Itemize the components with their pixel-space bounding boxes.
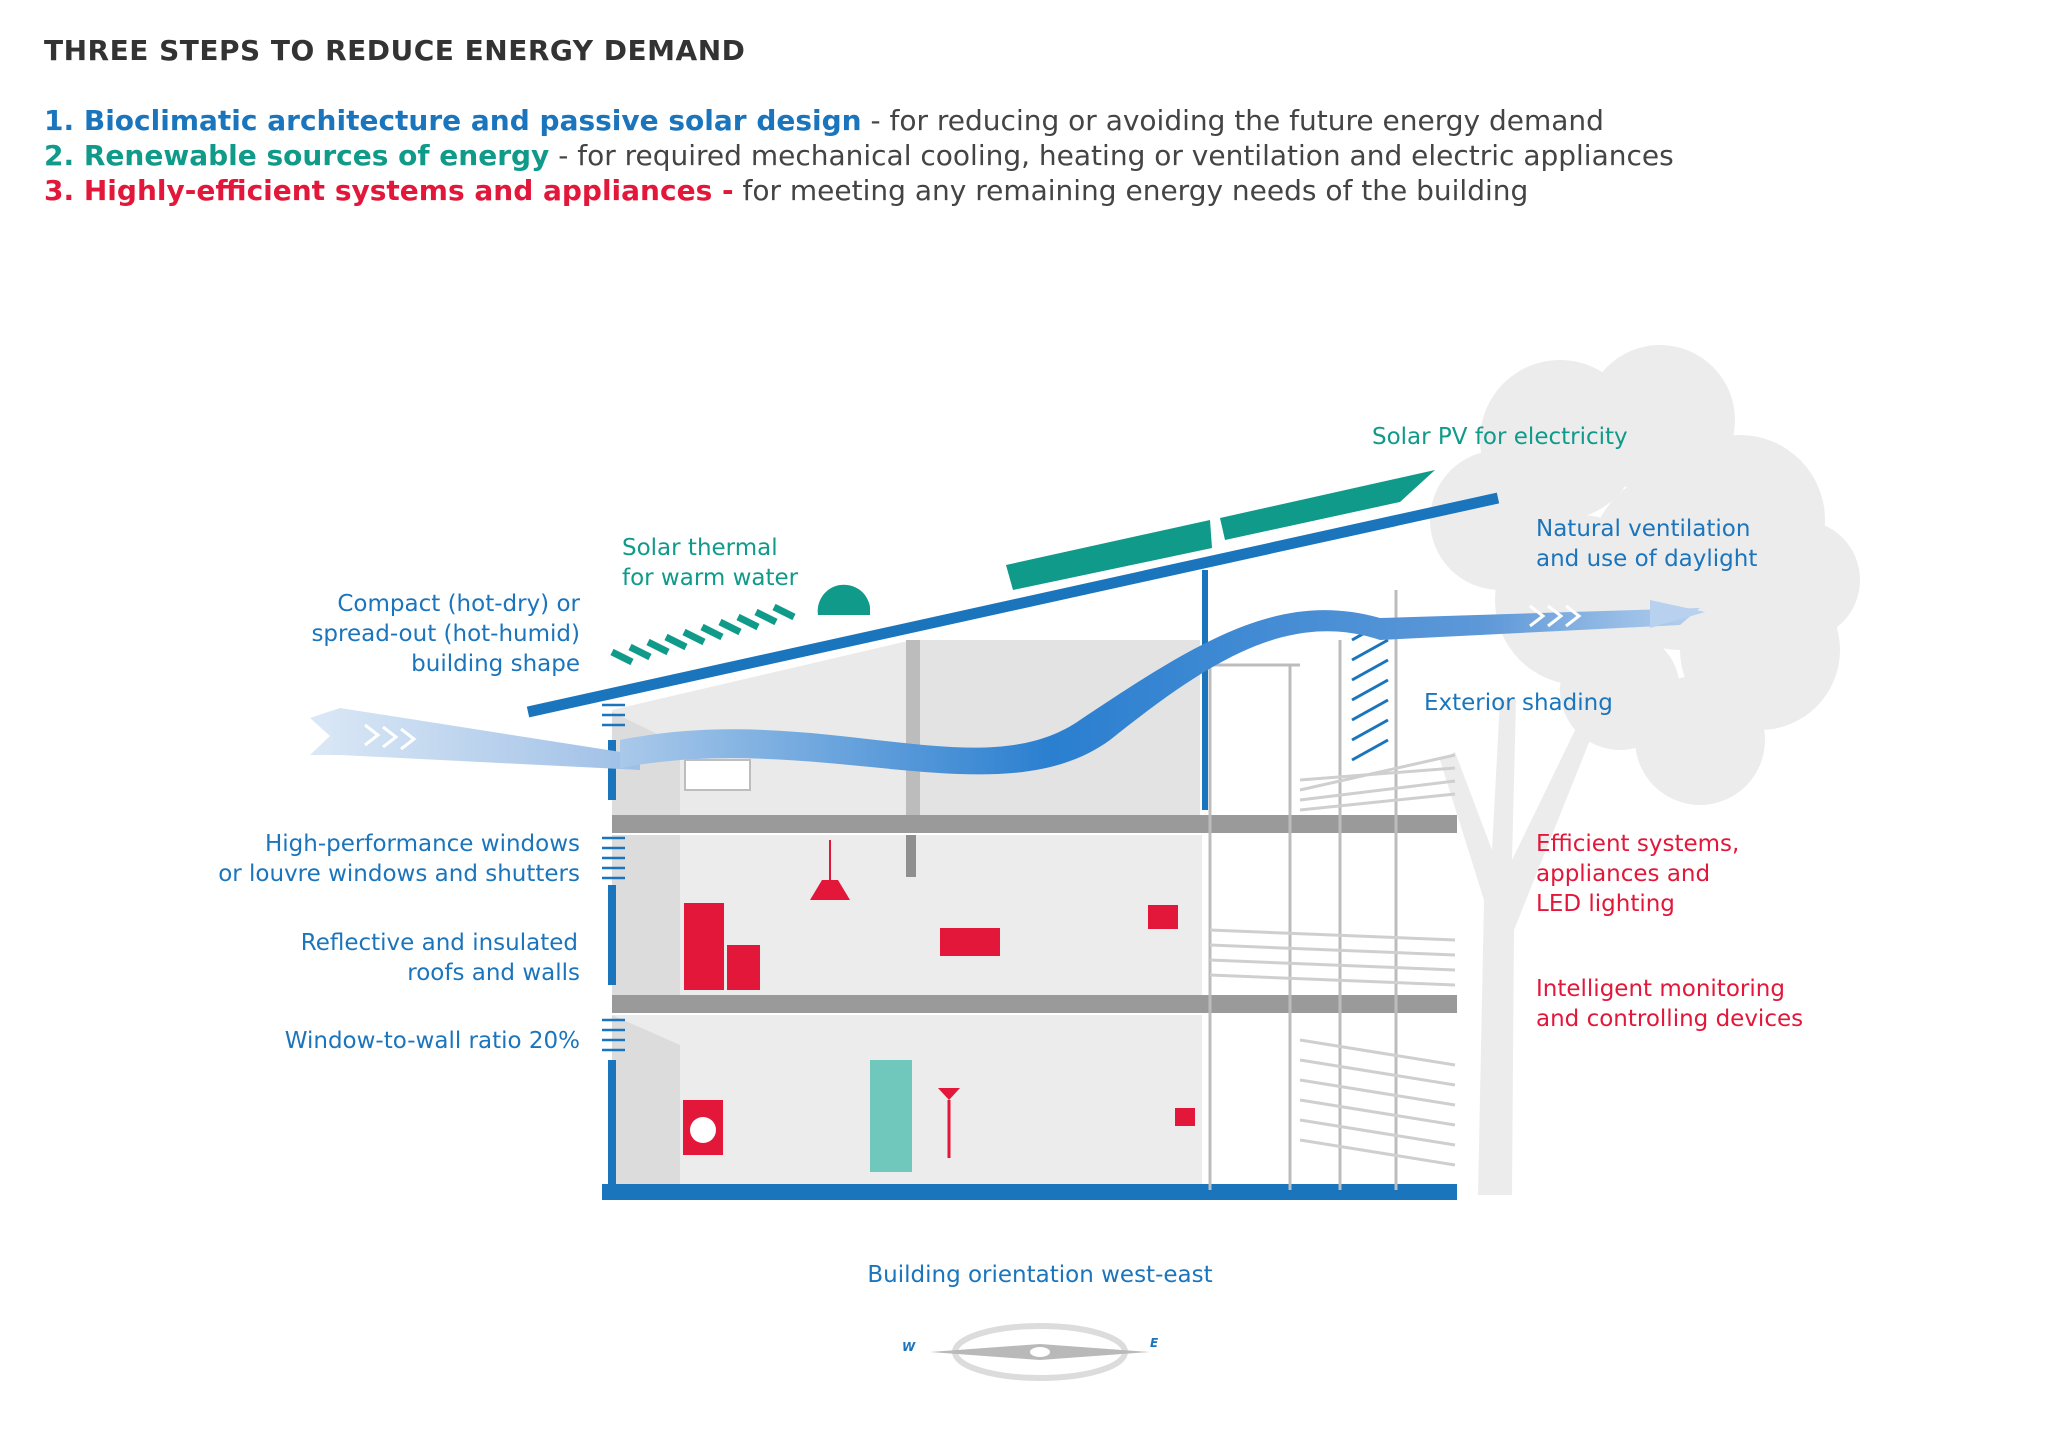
solar-pv-panels [1006, 470, 1435, 590]
step-2-label: 2. Renewable sources of energy [44, 139, 550, 172]
label-solar-thermal-1: Solar thermal [622, 535, 778, 561]
label-windows-1: High-performance windows [264, 831, 580, 857]
exterior-shading-louvres [1209, 753, 1456, 1167]
label-efficient-3: LED lighting [1536, 891, 1675, 917]
label-compact-1: Compact (hot-dry) or [337, 591, 580, 617]
balcony-frames [1208, 590, 1398, 1190]
floor-slabs [612, 640, 1457, 1013]
building-envelope [526, 492, 1500, 1200]
appliances [683, 759, 1195, 1172]
step-1-desc: - for reducing or avoiding the future en… [861, 104, 1604, 137]
tree [1430, 345, 1860, 1195]
page-title: THREE STEPS TO REDUCE ENERGY DEMAND [44, 34, 746, 67]
vertical-shading-fins [1351, 618, 1389, 762]
step-1-label: 1. Bioclimatic architecture and passive … [44, 104, 862, 137]
label-compact-2: spread-out (hot-humid) [311, 621, 580, 647]
label-reflective-2: roofs and walls [407, 960, 580, 986]
label-efficient-1: Efficient systems, [1536, 831, 1740, 857]
compass-e-label: E [1150, 1336, 1159, 1350]
compass-rose [930, 1323, 1150, 1381]
label-window-to-wall: Window-to-wall ratio 20% [284, 1028, 580, 1054]
label-compact-3: building shape [411, 651, 580, 677]
label-natural-ventilation-2: and use of daylight [1536, 546, 1758, 572]
step-1: 1. Bioclimatic architecture and passive … [44, 104, 1604, 137]
label-solar-thermal-2: for warm water [622, 565, 799, 591]
label-intelligent-2: and controlling devices [1536, 1006, 1804, 1032]
label-reflective-1: Reflective and insulated [300, 930, 578, 956]
label-windows-2: or louvre windows and shutters [218, 861, 580, 887]
window-louvres [602, 703, 625, 1052]
compass-w-label: W [902, 1340, 916, 1354]
step-3-label: 3. Highly-efficient systems and applianc… [44, 174, 734, 207]
step-2-desc: - for required mechanical cooling, heati… [549, 139, 1674, 172]
building-interior [612, 640, 1202, 1185]
label-intelligent-1: Intelligent monitoring [1536, 976, 1785, 1002]
step-3: 3. Highly-efficient systems and applianc… [44, 174, 1528, 207]
label-natural-ventilation-1: Natural ventilation [1536, 516, 1751, 542]
airflow-arrow [310, 600, 1705, 775]
step-2: 2. Renewable sources of energy - for req… [44, 139, 1674, 172]
label-exterior-shading: Exterior shading [1424, 690, 1613, 716]
solar-thermal-collector [610, 584, 870, 666]
label-orientation: Building orientation west-east [867, 1262, 1213, 1288]
label-efficient-2: appliances and [1536, 861, 1711, 887]
label-solar-pv: Solar PV for electricity [1372, 424, 1628, 450]
step-3-desc: for meeting any remaining energy needs o… [733, 174, 1529, 207]
